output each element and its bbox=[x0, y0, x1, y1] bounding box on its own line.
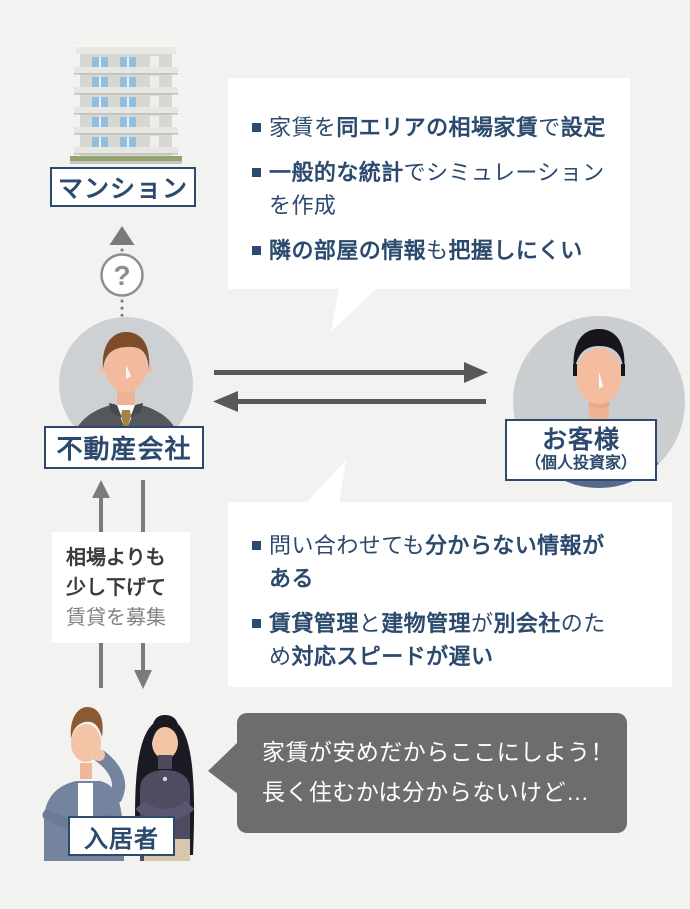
bullet-square-icon bbox=[252, 619, 261, 628]
mansion-label: マンション bbox=[50, 167, 196, 207]
bullet-item: 賃貸管理と建物管理が別会社のため対応スピードが遅い bbox=[252, 607, 672, 673]
text-segment: が bbox=[470, 611, 494, 636]
bullet-square-icon bbox=[252, 168, 261, 177]
rent-note-line: 少し下げて bbox=[66, 577, 166, 599]
text-segment: 建物管理 bbox=[381, 611, 471, 636]
text-segment: のため bbox=[269, 611, 606, 669]
text-segment: 別会社 bbox=[493, 611, 561, 636]
question-circle bbox=[100, 253, 144, 297]
bullet-item: 隣の部屋の情報も把握しにくい bbox=[252, 234, 630, 267]
man-hair bbox=[70, 707, 103, 739]
building-floors bbox=[74, 56, 178, 155]
question-connector: ? bbox=[100, 226, 144, 319]
customer-issues-bubble: 問い合わせても分からない情報がある 賃貸管理と建物管理が別会社のため対応スピード… bbox=[228, 502, 672, 687]
rent-note-line: 相場よりも bbox=[66, 547, 166, 569]
agency-issues-bubble: 家賃を同エリアの相場家賃で設定 一般的な統計でシミュレーションを作成 隣の部屋の… bbox=[228, 78, 630, 289]
text-segment: 問い合わせても bbox=[269, 533, 425, 558]
dark-bubble-tail bbox=[208, 742, 238, 794]
bubble-tail bbox=[305, 460, 346, 504]
text-segment: 同エリアの相場家賃 bbox=[336, 115, 539, 140]
text-segment: でシミュレーションを作成 bbox=[269, 160, 605, 218]
tenant-label: 入居者 bbox=[68, 816, 175, 856]
rent-note: 相場よりも 少し下げて 賃貸を募集 bbox=[52, 532, 190, 643]
text-segment: 隣の部屋の情報 bbox=[269, 238, 427, 263]
customer-label: お客様 （個人投資家） bbox=[505, 419, 657, 481]
agent-label-text: 不動産会社 bbox=[56, 434, 192, 464]
exchange-arrows bbox=[213, 362, 488, 412]
bullet-item: 一般的な統計でシミュレーションを作成 bbox=[252, 156, 630, 222]
arrow-up-icon bbox=[92, 480, 110, 498]
rent-note-line: 賃貸を募集 bbox=[66, 607, 166, 629]
bullet-square-icon bbox=[252, 123, 261, 132]
tenant-speech-bubble: 家賃が安めだからここにしよう！ 長く住むかは分からないけど… bbox=[237, 713, 627, 833]
customer-label-text: お客様 bbox=[541, 426, 620, 455]
bullet-square-icon bbox=[252, 246, 261, 255]
text-segment: も bbox=[426, 238, 449, 263]
text-segment: 設定 bbox=[560, 115, 606, 140]
bullet-item: 家賃を同エリアの相場家賃で設定 bbox=[252, 111, 630, 144]
arrow-right-icon bbox=[464, 362, 488, 383]
customer-sublabel-text: （個人投資家） bbox=[524, 455, 637, 473]
agent-label: 不動産会社 bbox=[44, 426, 204, 469]
mansion-building-icon bbox=[70, 44, 182, 164]
text-segment: 分からない情報がある bbox=[269, 533, 605, 591]
text-segment: 家賃を bbox=[269, 115, 337, 140]
text-segment: 対応スピードが遅い bbox=[291, 644, 494, 669]
tenant-speech-line: 家賃が安めだからここにしよう！ bbox=[262, 739, 614, 765]
question-mark-icon: ? bbox=[113, 260, 130, 291]
bullet-square-icon bbox=[252, 541, 261, 550]
text-segment: で bbox=[538, 115, 561, 140]
text-segment: 一般的な統計 bbox=[269, 160, 404, 185]
arrow-up-icon bbox=[109, 226, 135, 245]
woman-crossed-arms bbox=[135, 800, 195, 821]
tenant-speech-line: 長く住むかは分からないけど… bbox=[262, 779, 590, 805]
mansion-label-text: マンション bbox=[57, 175, 188, 203]
bubble-tail bbox=[331, 288, 377, 332]
arrow-down-icon bbox=[134, 670, 152, 689]
text-segment: 把握しにくい bbox=[448, 238, 583, 263]
bullet-item: 問い合わせても分からない情報がある bbox=[252, 529, 672, 595]
text-segment: と bbox=[358, 611, 382, 636]
arrow-left-icon bbox=[213, 391, 238, 412]
text-segment: 賃貸管理 bbox=[269, 611, 359, 636]
tenant-label-text: 入居者 bbox=[84, 825, 159, 853]
